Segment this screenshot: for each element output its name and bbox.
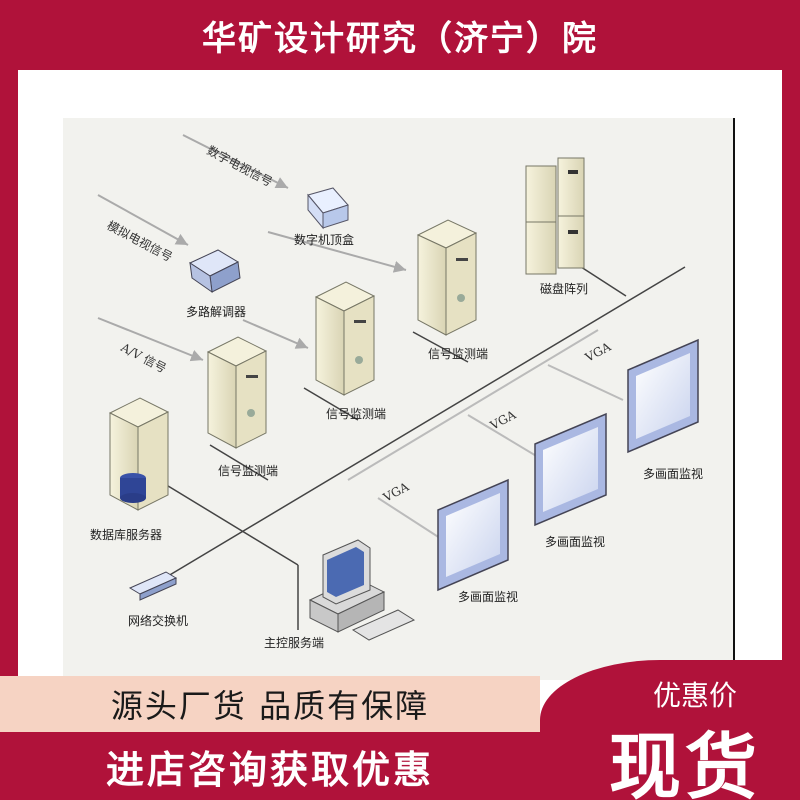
promo-quality-band: 源头厂货 品质有保障 [0, 676, 540, 732]
header-banner: 华矿设计研究（济宁）院 [0, 0, 800, 70]
promo-in-stock-label: 现货 [608, 725, 761, 800]
header-title: 华矿设计研究（济宁）院 [202, 18, 598, 59]
network-diagram: 数字电视信号 模拟电视信号 A/V 信号 VGA VGA VGA 数字机顶盒 多… [63, 118, 735, 680]
vga-lines [347, 329, 624, 541]
network-lines [149, 264, 686, 630]
diagram-canvas: 数字电视信号 模拟电视信号 A/V 信号 VGA VGA VGA 数字机顶盒 多… [18, 70, 782, 680]
promo-price-badge: 优惠价 现货 [540, 660, 800, 800]
multi-screen-display-icon [437, 478, 509, 592]
promo-discount-label: 优惠价 [652, 679, 737, 712]
multi-screen-display-icon [534, 412, 607, 527]
label-network-switch: 网络交换机 [128, 613, 188, 628]
label-signal-monitor-top: 信号监测端 [428, 347, 488, 361]
signal-monitor-server-icon [314, 281, 376, 396]
promo-consult-band: 进店咨询获取优惠 [0, 732, 540, 800]
label-demodulator: 多路解调器 [186, 304, 246, 319]
label-master-server: 主控服务端 [264, 635, 324, 650]
label-display-middle: 多画面监视 [545, 534, 605, 549]
promo-left-panel: 源头厂货 品质有保障 进店咨询获取优惠 [0, 676, 540, 800]
signal-monitor-server-icon [206, 336, 268, 449]
set-top-box-icon [307, 187, 349, 230]
multi-screen-display-icon [627, 338, 699, 454]
right-border [782, 70, 800, 680]
promo-quality-text: 源头厂货 品质有保障 [110, 687, 430, 725]
label-database-server: 数据库服务器 [90, 527, 162, 542]
master-server-pc-icon [308, 539, 416, 641]
label-disk-array: 磁盘阵列 [540, 281, 588, 296]
label-display-left: 多画面监视 [458, 589, 518, 604]
left-border [0, 70, 18, 680]
demodulator-icon [188, 249, 241, 294]
label-set-top-box: 数字机顶盒 [294, 232, 354, 247]
signal-monitor-server-icon [416, 219, 478, 336]
database-server-icon [108, 397, 170, 511]
label-display-right: 多画面监视 [643, 466, 703, 481]
label-signal-monitor-left: 信号监测端 [218, 464, 278, 478]
network-switch-icon [128, 571, 178, 601]
promo-consult-text: 进店咨询获取优惠 [105, 747, 434, 792]
disk-array-icon [525, 157, 585, 275]
signal-arrows [97, 134, 407, 362]
label-signal-monitor-middle: 信号监测端 [326, 407, 386, 421]
